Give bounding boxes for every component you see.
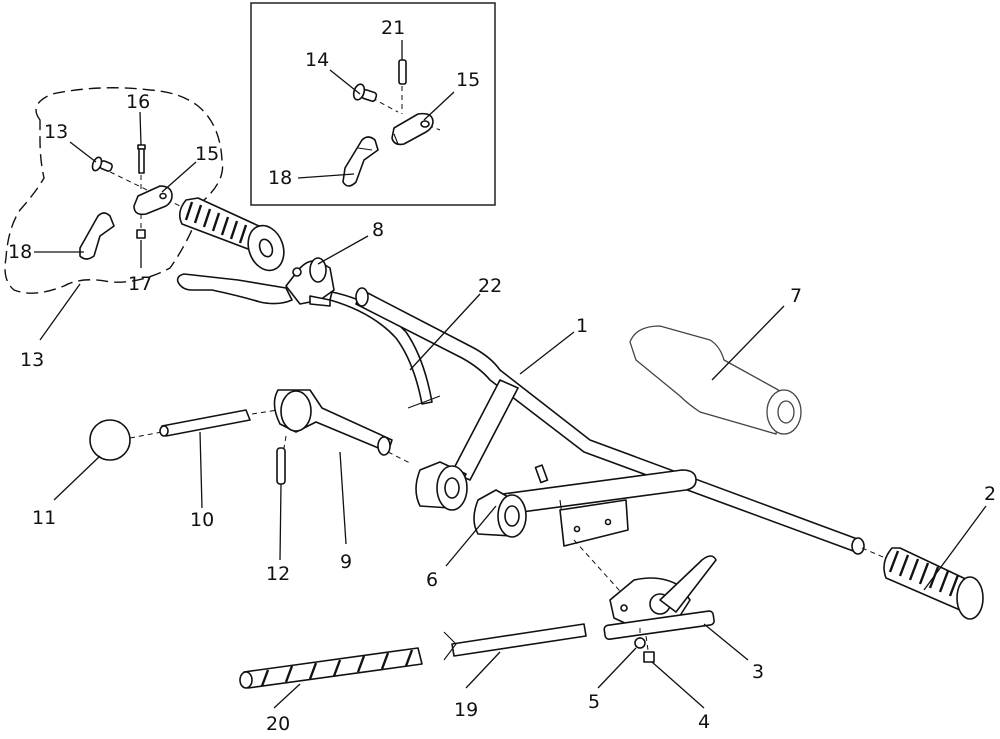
part-9-throttle-tube [273, 389, 413, 465]
part-11-ball [89, 419, 131, 461]
callout-1: 1 [576, 315, 588, 337]
part-1-handlebar [355, 287, 865, 555]
callout-7: 7 [790, 285, 802, 307]
part-7-cover [629, 325, 802, 435]
inset-part-14-clevis-pin [352, 83, 441, 131]
callout-15-inset: 15 [456, 69, 480, 91]
callout-22: 22 [478, 275, 502, 297]
callout-15: 15 [195, 143, 219, 165]
detail-inset-frame [250, 2, 496, 206]
leader-lines [34, 40, 987, 709]
part-10-rod [129, 409, 279, 439]
part-19-shaft [443, 623, 587, 661]
callout-11: 11 [32, 507, 56, 529]
callout-2: 2 [984, 483, 996, 505]
inset-part-15-clevis [391, 112, 434, 146]
callout-21-inset: 21 [381, 17, 405, 39]
callout-18-inset: 18 [268, 167, 292, 189]
detail-boundary-13 [4, 87, 224, 294]
callout-10: 10 [190, 509, 214, 531]
part-15-clevis [133, 185, 173, 216]
part-18-spring-clip [79, 212, 115, 260]
part-6-clamp [415, 461, 549, 538]
callout-14: 13 [44, 121, 68, 143]
part-8-brake-lever [176, 257, 335, 307]
inset-part-18-spring-clip [342, 136, 379, 187]
part-12-pin [276, 435, 287, 485]
callout-5: 5 [588, 691, 600, 713]
inset-part-21-pin [398, 59, 407, 114]
callout-8: 8 [372, 219, 384, 241]
part-20-spiral-tube [239, 647, 423, 689]
callout-18: 18 [8, 241, 32, 263]
callout-16: 16 [126, 91, 150, 113]
part-16-bolt [137, 144, 146, 192]
callout-14-inset: 14 [305, 49, 329, 71]
callout-12: 12 [266, 563, 290, 585]
callout-6: 6 [426, 569, 438, 591]
callout-labels: 21 14 15 18 16 13 15 18 17 13 8 22 1 7 2… [8, 17, 996, 735]
callout-13: 13 [20, 349, 44, 371]
left-handgrip [178, 197, 285, 272]
callout-19: 19 [454, 699, 478, 721]
part-3-throttle [573, 539, 717, 640]
callout-9: 9 [340, 551, 352, 573]
callout-17: 17 [128, 273, 152, 295]
part-2-right-handgrip [861, 547, 984, 620]
callout-4: 4 [698, 711, 710, 733]
callout-3: 3 [752, 661, 764, 683]
callout-20: 20 [266, 713, 290, 735]
part-5-washer [634, 628, 646, 649]
part-4-nut [643, 635, 655, 663]
part-17-nut [136, 214, 146, 239]
